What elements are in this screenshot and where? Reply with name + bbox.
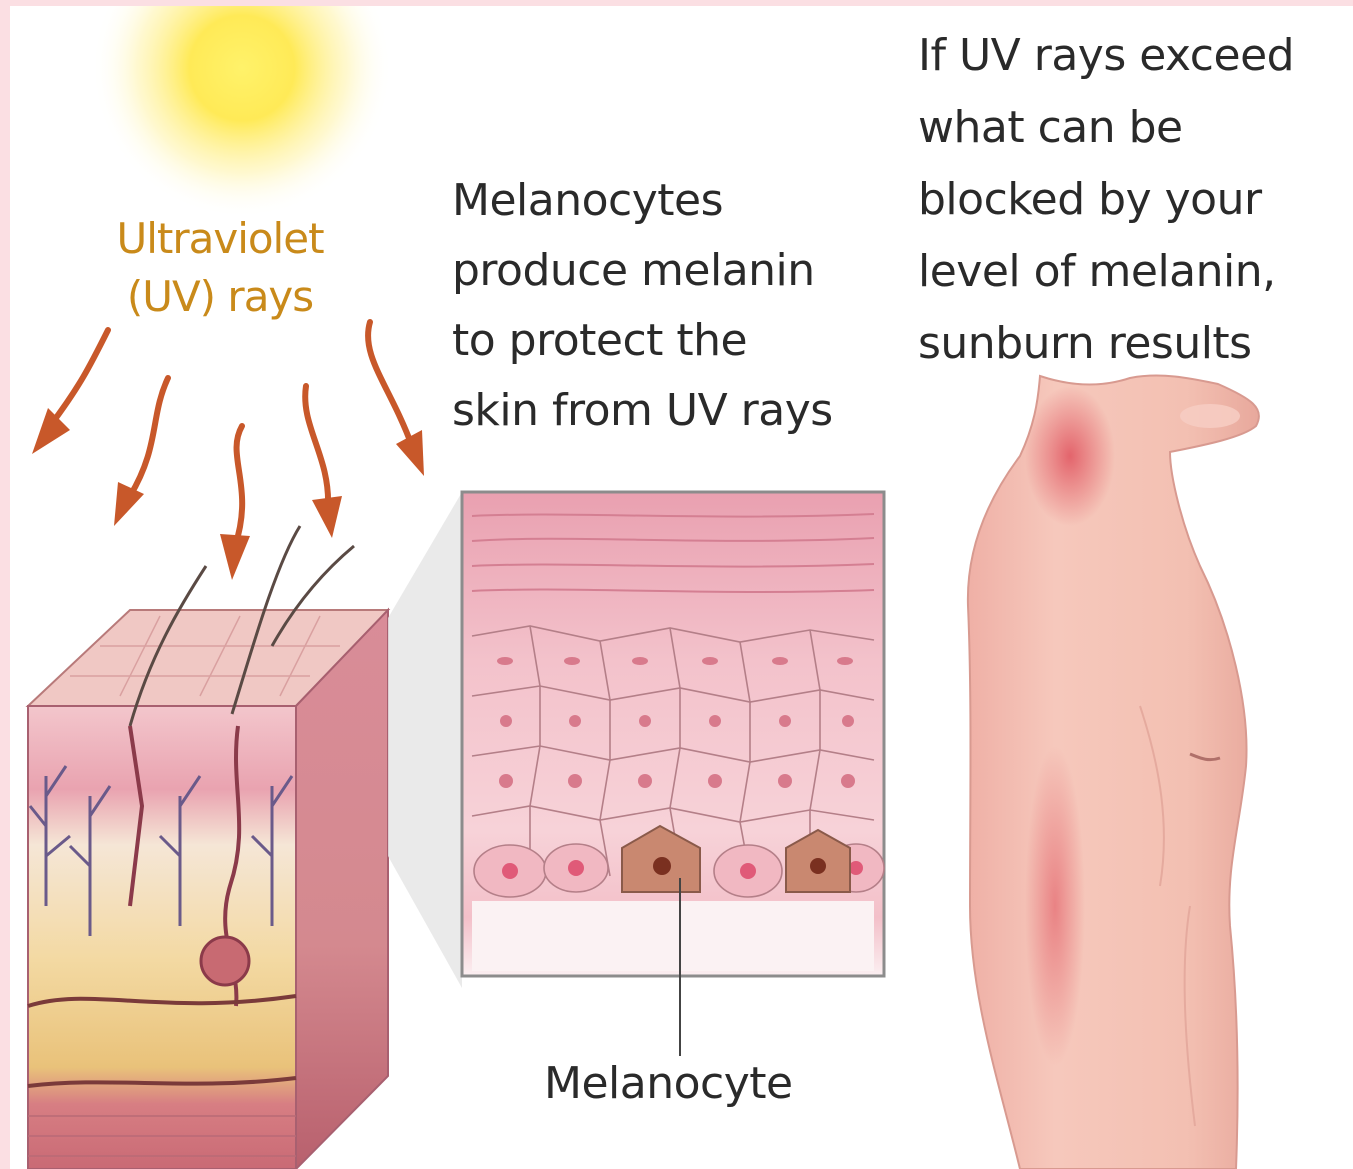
skin-cross-section bbox=[28, 526, 388, 1169]
melanocyte-magnified-panel bbox=[462, 492, 884, 976]
zoom-wedge bbox=[388, 492, 462, 988]
sunburned-torso bbox=[968, 376, 1259, 1169]
sunburn-caption: If UV rays exceed what can be blocked by… bbox=[918, 20, 1294, 380]
uv-rays-label: Ultraviolet (UV) rays bbox=[70, 210, 370, 326]
melanocyte-callout-label: Melanocyte bbox=[544, 1056, 793, 1112]
sun-icon bbox=[92, 6, 392, 218]
uv-ray-arrow bbox=[130, 378, 168, 496]
uv-ray-arrows bbox=[50, 322, 412, 546]
uv-arrowheads bbox=[32, 408, 424, 580]
uv-ray-arrow bbox=[305, 386, 328, 506]
melanocytes-caption: Melanocytes produce melanin to protect t… bbox=[452, 166, 833, 446]
illustration-canvas: Ultraviolet (UV) rays Melanocytes produc… bbox=[10, 6, 1353, 1169]
uv-ray-arrow bbox=[235, 426, 242, 546]
uv-ray-arrow bbox=[50, 330, 108, 426]
uv-ray-arrow bbox=[368, 322, 412, 446]
